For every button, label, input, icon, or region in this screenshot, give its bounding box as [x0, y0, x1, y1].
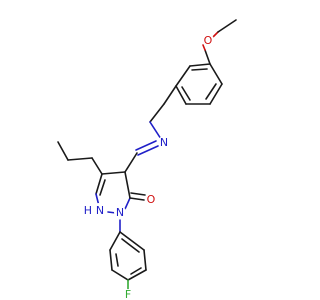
bond	[127, 269, 147, 281]
ring-nh-hydrogen-label: H	[84, 204, 92, 217]
bond	[149, 103, 165, 123]
fluorophenyl-ring	[109, 219, 147, 281]
bond	[137, 145, 159, 156]
bond	[121, 238, 140, 253]
bond	[189, 63, 211, 67]
carbonyl-oxygen-label: O	[147, 193, 156, 206]
bond	[209, 63, 223, 85]
bond	[67, 157, 93, 161]
fluorine-label: F	[125, 288, 131, 300]
bond	[91, 157, 103, 175]
bond	[191, 68, 208, 71]
bond	[109, 231, 121, 251]
bond	[143, 249, 147, 271]
imine-group: N	[124, 136, 170, 173]
structure-canvas: O N H N N	[57, 19, 237, 300]
ethyl-linker	[149, 85, 177, 140]
bond	[130, 192, 146, 196]
bond	[119, 231, 145, 251]
bond	[111, 269, 129, 281]
bond	[130, 267, 142, 275]
bond	[204, 49, 211, 65]
pyrazolone-ring	[95, 171, 131, 214]
methoxy-oxygen-label: O	[204, 34, 213, 47]
propyl-chain	[57, 141, 103, 175]
bond	[217, 19, 237, 33]
bond	[99, 179, 106, 196]
methoxy-group: O	[202, 19, 237, 65]
bond	[202, 44, 206, 51]
molecule-drawing: O N H N N	[57, 19, 237, 300]
ring-nitrogen-label: N	[116, 206, 124, 219]
bond	[57, 141, 69, 161]
bond	[135, 140, 157, 151]
bond	[175, 85, 187, 105]
bond	[95, 173, 103, 195]
methoxyphenyl-ring	[175, 63, 223, 105]
bond	[181, 86, 191, 101]
bond	[115, 253, 119, 267]
bond	[209, 83, 223, 105]
bond	[129, 197, 145, 201]
imine-nitrogen-label: N	[160, 136, 168, 149]
ring-nh-nitrogen-label: N	[96, 204, 104, 217]
bond	[205, 83, 217, 100]
ring-nh: H N	[84, 203, 106, 217]
bond	[101, 171, 126, 175]
ring-n: N	[114, 206, 126, 219]
bond	[124, 152, 138, 173]
bond	[124, 197, 131, 210]
fluoro-group: F	[123, 279, 133, 300]
bond	[109, 249, 113, 271]
bond	[124, 171, 131, 199]
carbonyl-group: O	[129, 192, 157, 206]
bond	[149, 121, 162, 140]
bond	[175, 65, 191, 87]
bond	[163, 85, 177, 105]
